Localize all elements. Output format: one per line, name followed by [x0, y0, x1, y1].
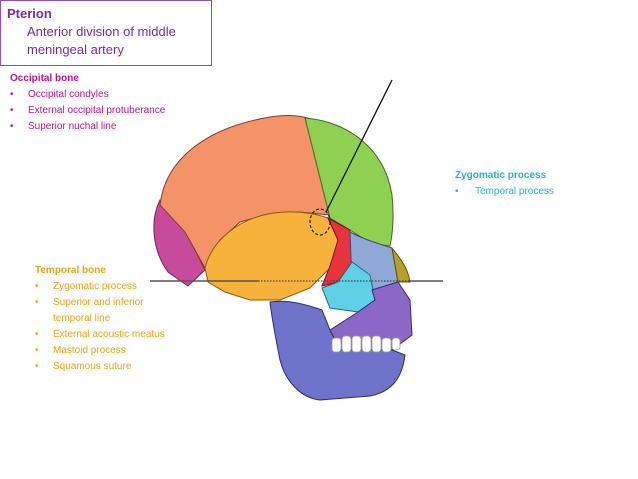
zygomatic-process-title: Zygomatic process	[455, 170, 547, 181]
occipital-item-protuberance: External occipital protuberance	[10, 103, 165, 119]
frontal-bone-region	[304, 117, 394, 247]
occipital-bone-title: Occipital bone	[10, 73, 79, 84]
temporal-item-zygomatic-process: Zygomatic process	[35, 279, 165, 295]
nasal-region	[391, 247, 411, 283]
temporal-item-acoustic-meatus: External acoustic meatus	[35, 327, 165, 343]
occipital-bone-region	[153, 199, 206, 287]
temporal-item-temporal-line: Superior and inferior temporal line	[35, 295, 165, 327]
pterion-item-line1: Anterior division of middle	[27, 24, 176, 39]
teeth	[331, 335, 401, 353]
temporal-item-temporal-line-2: temporal line	[53, 313, 111, 324]
pterion-item: Anterior division of middle meningeal ar…	[7, 23, 205, 59]
zygomatic-bone-region	[321, 261, 376, 313]
zygomatic-process-label-block: Zygomatic process Temporal process	[455, 168, 554, 200]
pterion-title: Pterion	[7, 6, 52, 21]
pterion-marker	[309, 208, 331, 236]
occipital-bone-list: Occipital condyles External occipital pr…	[10, 87, 165, 135]
temporal-item-mastoid-process: Mastoid process	[35, 343, 165, 359]
occipital-item-condyles: Occipital condyles	[10, 87, 165, 103]
temporal-bone-list: Zygomatic process Superior and inferior …	[35, 279, 165, 375]
zygomatic-process-list: Temporal process	[455, 184, 554, 200]
temporal-bone-label-block: Temporal bone Zygomatic process Superior…	[35, 263, 165, 375]
temporal-bone-title: Temporal bone	[35, 265, 106, 276]
zygomatic-item-temporal-process: Temporal process	[455, 184, 554, 200]
temporal-item-temporal-line-1: Superior and inferior	[53, 297, 144, 308]
occipital-bone-label-block: Occipital bone Occipital condyles Extern…	[10, 71, 165, 135]
pterion-item-line2: meningeal artery	[27, 42, 124, 57]
temporal-bone-region	[204, 211, 339, 301]
occipital-item-nuchal-line: Superior nuchal line	[10, 119, 165, 135]
pterion-callout-box: Pterion Anterior division of middle meni…	[0, 0, 212, 66]
pterion-list: Anterior division of middle meningeal ar…	[7, 23, 205, 59]
pterion-leader-line	[325, 79, 393, 213]
temporal-item-squamous-suture: Squamous suture	[35, 359, 165, 375]
